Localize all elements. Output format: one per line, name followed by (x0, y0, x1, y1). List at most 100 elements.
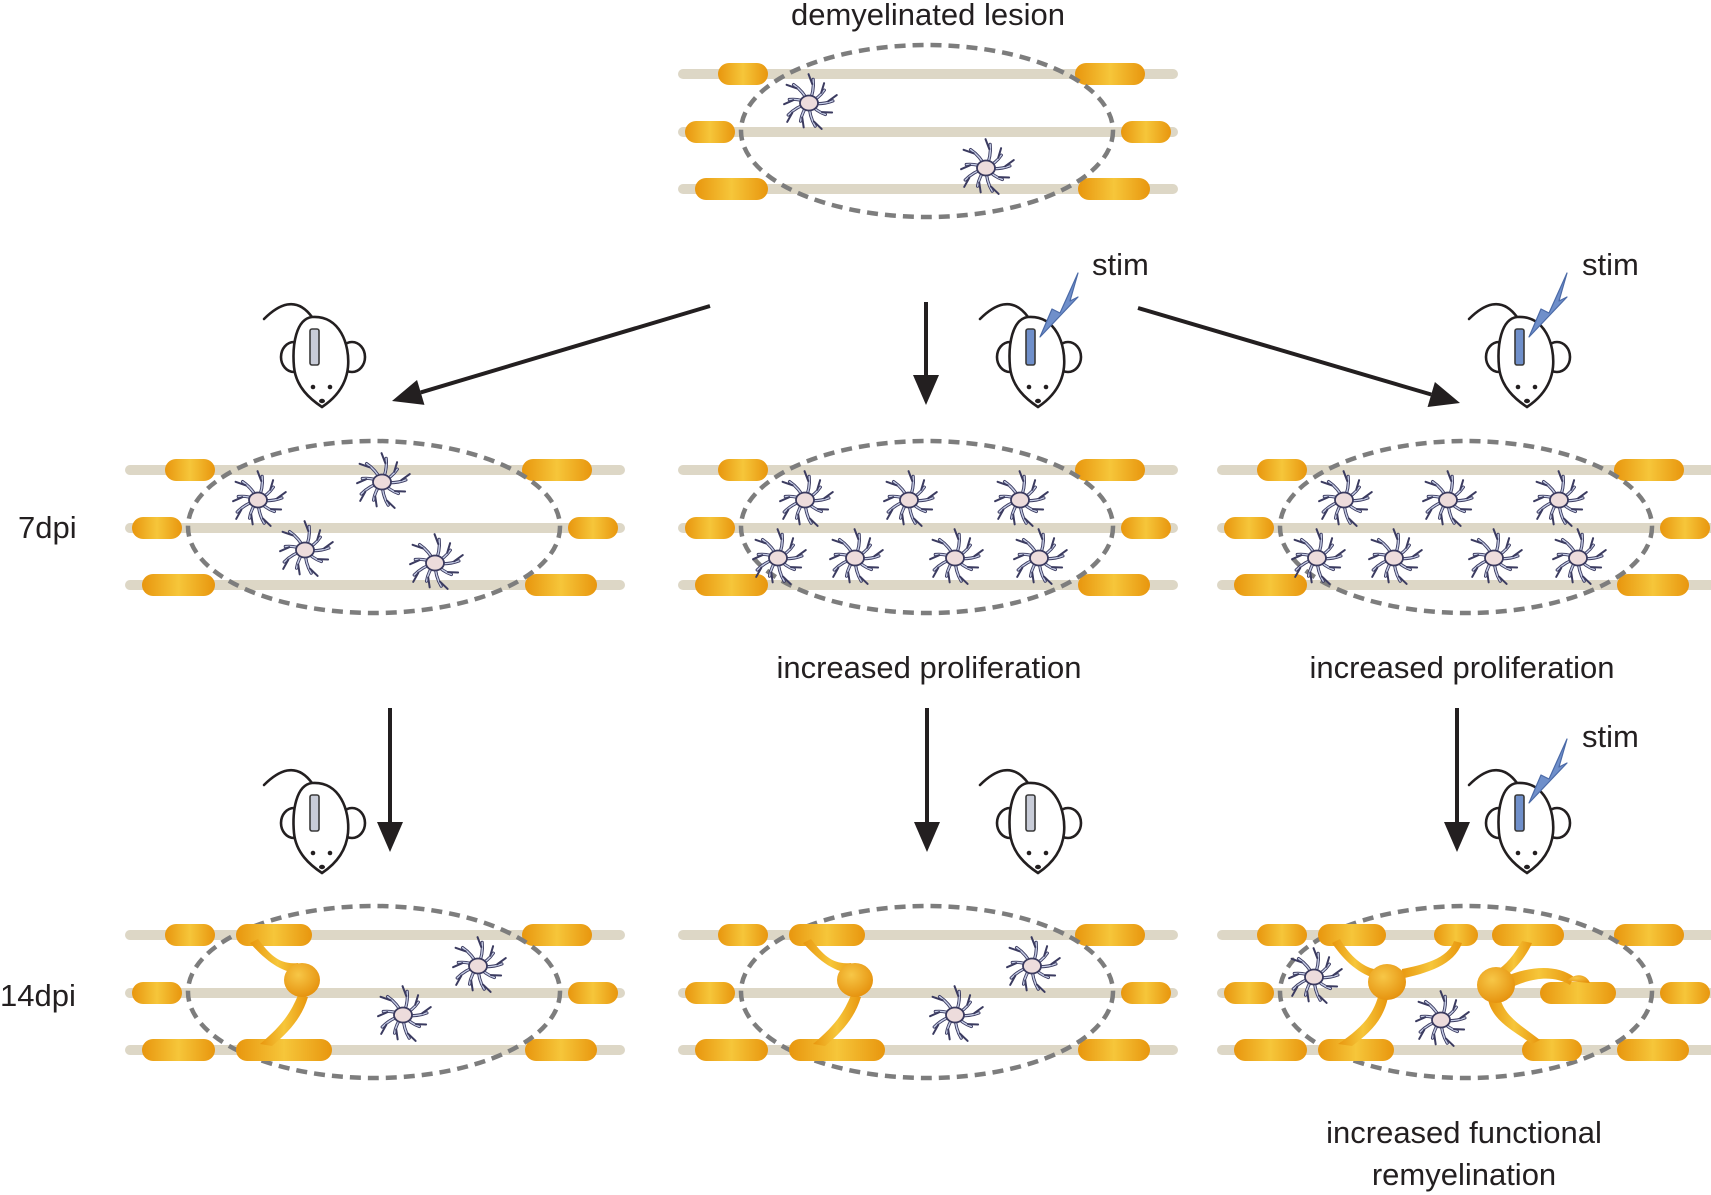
proliferation-label-middle: increased proliferation (776, 650, 1081, 685)
opc-cell-icon (883, 470, 938, 527)
electrode (1025, 328, 1036, 366)
process (813, 995, 861, 1046)
electrode (1514, 794, 1525, 832)
mouse-eye (1043, 384, 1049, 390)
myelin-segment (1078, 574, 1150, 596)
mouse-nose (1035, 398, 1041, 404)
lesion-outline (738, 438, 1116, 616)
myelin-segment (1660, 517, 1710, 539)
myelin-segment (525, 574, 597, 596)
process (803, 939, 858, 974)
process (1400, 941, 1462, 979)
opc-cell-icon (929, 528, 984, 585)
new-myelin (1522, 1039, 1582, 1061)
myelin-segment (685, 982, 735, 1004)
myelin-segment (568, 982, 618, 1004)
opc-cell-icon (1318, 470, 1373, 527)
myelin-segment (695, 1039, 768, 1061)
arrow-head (392, 379, 425, 405)
mouse-eye (1515, 850, 1521, 856)
mouse-stim-right (1467, 272, 1572, 409)
opc-cell-icon (1422, 470, 1477, 527)
process (1338, 997, 1388, 1046)
mouse-body (292, 781, 350, 875)
panel-7dpi-stim-repeat (1217, 438, 1711, 616)
myelin-segment (1257, 459, 1307, 481)
arrow-shaft (420, 304, 711, 395)
electrode (309, 328, 320, 366)
new-myelin (1318, 1039, 1394, 1061)
myelin-segment (695, 574, 768, 596)
myelin-segment (685, 121, 735, 143)
lesion-outline (1277, 438, 1655, 616)
arrow-to-14dpi-right (1444, 708, 1470, 852)
opc-cell-icon (1013, 528, 1068, 585)
myelin-segment (132, 517, 182, 539)
mouse-body (1008, 781, 1066, 875)
process (1332, 939, 1378, 979)
opc-cell-icon (1415, 990, 1470, 1047)
myelin-segment (1121, 121, 1171, 143)
new-myelin (236, 1039, 332, 1061)
arrow-head (1427, 382, 1460, 407)
process (260, 995, 308, 1046)
opc-cell-icon (356, 452, 411, 509)
mouse-nose (319, 398, 325, 404)
mouse-body (1497, 781, 1555, 875)
myelin-segment (718, 924, 768, 946)
mouse-body (1008, 315, 1066, 409)
myelin-segment (685, 517, 735, 539)
arrow-shaft (1137, 306, 1432, 397)
title-label: demyelinated lesion (791, 0, 1065, 32)
electrode (309, 794, 320, 832)
mouse-stim-14dpi-right (1467, 738, 1572, 875)
arrow-head (914, 822, 940, 852)
mouse-tail (1467, 768, 1519, 787)
new-myelin (236, 924, 312, 946)
mouse-eye (310, 384, 316, 390)
mouse-tail (1467, 302, 1519, 321)
mouse-eye (1026, 384, 1032, 390)
myelin-segment (142, 1039, 215, 1061)
opc-cell-icon (1552, 528, 1607, 585)
opc-cell-icon (929, 985, 984, 1042)
myelin-segment (522, 459, 592, 481)
arrow-to-7dpi-middle (913, 302, 939, 405)
panel-7dpi-control (125, 438, 625, 616)
soma (1368, 964, 1406, 1000)
opc-cell-icon (994, 470, 1049, 527)
myelin-segment (1257, 924, 1307, 946)
myelin-segment (1234, 574, 1307, 596)
panel-14dpi-stim-repeat (1217, 903, 1711, 1081)
myelin-segment (1234, 1039, 1307, 1061)
mouse-eye (327, 850, 333, 856)
myelin-segment (522, 924, 592, 946)
mouse-nose (1035, 864, 1041, 870)
myelin-segment (1078, 1039, 1150, 1061)
opc-cell-icon (1291, 528, 1346, 585)
arrow-to-14dpi-middle (914, 708, 940, 852)
process (250, 939, 305, 974)
myelin-segment (1224, 517, 1274, 539)
process (1504, 968, 1574, 989)
myelin-segment (1075, 459, 1145, 481)
panel-14dpi-stim-once (678, 903, 1178, 1081)
mouse-body (1497, 315, 1555, 409)
mouse-eye (327, 384, 333, 390)
opc-cell-icon (779, 470, 834, 527)
lesion-outline (738, 903, 1116, 1081)
mouse-nose (1524, 864, 1530, 870)
mouse-tail (262, 768, 314, 787)
opc-cell-icon (1006, 936, 1061, 993)
mouse-control-14dpi-left (262, 768, 367, 875)
lesion-outline (1277, 903, 1655, 1081)
mouse-eye (310, 850, 316, 856)
arrow-to-7dpi-left (392, 304, 711, 405)
new-myelin (789, 1039, 885, 1061)
lightning-icon (1528, 272, 1568, 338)
mouse-stim-middle (978, 272, 1083, 409)
stim-label-2: stim (1582, 247, 1639, 282)
opc-cell-icon (783, 73, 838, 130)
